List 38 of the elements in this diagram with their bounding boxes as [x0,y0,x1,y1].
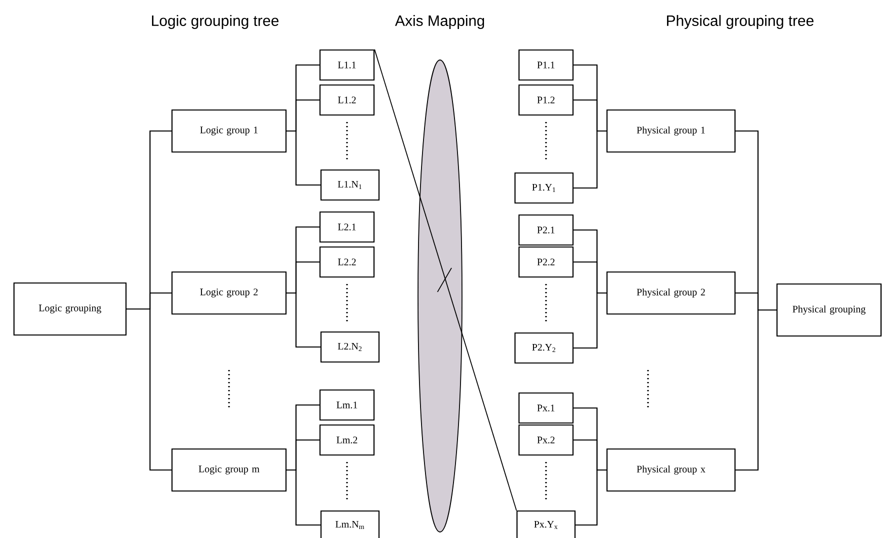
group-box: Logic group m [171,448,287,492]
group-box: Physical group 1 [606,109,736,153]
group-box: Logic group 2 [171,271,287,315]
connector-line [286,130,320,186]
connector-line [286,469,320,526]
leaf-box: P2.1 [518,214,574,246]
leaf-box: Px.1 [518,392,574,424]
leaf-box: P2.Y$_{2}$ [514,332,574,364]
leaf-box: L1.2 [319,84,375,116]
leaf-box: L1.1 [319,49,375,81]
leaf-box: P2.2 [518,246,574,278]
heading: Logic grouping tree [152,15,278,29]
connector-line [126,308,172,471]
mapping-line [374,49,517,511]
leaf-box: P1.2 [518,84,574,116]
leaf-box: P1.1 [518,49,574,81]
leaf-box: L1.N$_{1}$ [320,169,380,201]
group-box: Physical group x [606,448,736,492]
root-box: Physical grouping [776,283,882,337]
leaf-box: Px.Y$_{x}$ [516,510,576,538]
leaf-box: L2.1 [319,211,375,243]
root-box: Logic grouping [13,282,127,336]
leaf-box: L2.N$_{2}$ [320,331,380,363]
leaf-box: Lm.2 [319,424,375,456]
connector-line [574,292,606,349]
leaf-box: Lm.N$_{m}$ [320,510,380,538]
connector-line [736,309,776,471]
leaf-box: P1.Y$_{1}$ [514,172,574,204]
heading: Physical grouping tree [667,15,814,29]
group-box: Physical group 2 [606,271,736,315]
connector-line [574,130,606,189]
group-box: Logic group 1 [171,109,287,153]
leaf-box: L2.2 [319,246,375,278]
leaf-box: Px.2 [518,424,574,456]
connector-line [576,469,606,526]
leaf-box: Lm.1 [319,389,375,421]
connector-line [286,292,320,348]
heading: Axis Mapping [395,15,484,29]
